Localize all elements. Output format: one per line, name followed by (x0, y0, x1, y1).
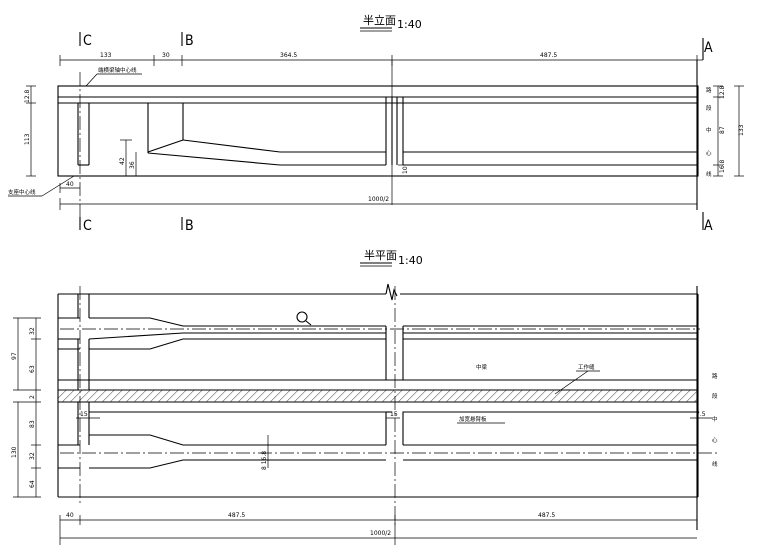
magnifier-icon (296, 311, 308, 323)
center-dim-1: 15 (80, 411, 88, 418)
plan-bottom-dim-3: 487.5 (538, 512, 555, 519)
plan-right-label-3: 中 (712, 415, 718, 423)
elevation-scale: 1:40 (397, 18, 422, 31)
girder-outline (57, 85, 699, 177)
right-label-5: 线 (706, 170, 712, 178)
top-dim-3: 364.5 (280, 52, 297, 59)
main-girder-label: 中梁 (476, 363, 488, 371)
plan-left-dim-2: 2 (29, 395, 36, 399)
plan-right-label-2: 段 (712, 392, 718, 400)
plan-left-dim-64: 64 (29, 480, 36, 488)
left-dim-2: 113 (24, 133, 31, 145)
plan-scale: 1:40 (398, 254, 423, 267)
work-joint-hatch (57, 389, 699, 403)
section-a-bottom-label: A (704, 218, 713, 234)
inner-dim-10: 10 (402, 166, 409, 174)
elevation-view: 半立面 1:40 C B A 133 30 364.5 487.5 (8, 13, 745, 234)
section-a-top-label: A (704, 40, 713, 56)
plan-left-dim-97: 97 (11, 352, 18, 360)
cantilever-label: 加宽悬臂板 (459, 415, 487, 423)
right-dim-2: 87 (719, 126, 726, 134)
plan-title: 半平面 (364, 248, 397, 262)
top-dim-4: 487.5 (540, 52, 557, 59)
right-dim-3: 16.8 (719, 159, 726, 173)
elevation-title: 半立面 (363, 13, 396, 27)
section-b-bottom-label: B (185, 218, 194, 234)
plan-left-dim-83: 83 (29, 420, 36, 428)
bottom-dim-1: 40 (66, 181, 74, 188)
inner-dim-36: 36 (129, 161, 136, 169)
plan-left-dim-63: 63 (29, 365, 36, 373)
section-c-top-label: C (83, 33, 92, 49)
plan-bottom-dim-1: 40 (66, 512, 74, 519)
inner-dim-42: 42 (119, 157, 126, 165)
diaphragm-note: 端横梁轴中心线 (98, 66, 137, 74)
plan-view: 半平面 1:40 (11, 248, 720, 545)
bottom-dim-2: 1000/2 (368, 196, 389, 203)
plan-left-outer-32a: 32 (29, 327, 36, 335)
right-dim-1: 12.8 (719, 85, 726, 99)
center-dim-2: 15 (390, 411, 398, 418)
right-label-3: 中 (706, 126, 712, 134)
center-dim-3: 7.5 (696, 411, 706, 418)
work-joint-label: 工作缝 (578, 363, 595, 371)
right-label-1: 路 (706, 86, 712, 94)
left-dim-1: 12.8 (24, 89, 31, 103)
plan-right-label-5: 线 (712, 460, 718, 468)
section-c-bottom-label: C (83, 218, 92, 234)
section-b-top-label: B (185, 33, 194, 49)
plan-bottom-dim-4: 1000/2 (370, 530, 391, 537)
plan-right-label-4: 心 (712, 437, 718, 444)
plan-right-label-1: 路 (712, 372, 718, 380)
plan-left-dim-32: 32 (29, 452, 36, 460)
bearing-note: 支座中心线 (8, 188, 36, 196)
right-label-4: 心 (706, 150, 712, 157)
right-label-2: 段 (706, 104, 712, 112)
top-dim-1: 133 (100, 52, 112, 59)
top-dim-2: 30 (162, 52, 170, 59)
plan-left-outer-130: 130 (11, 446, 18, 458)
plan-bottom-dim-2: 487.5 (228, 512, 245, 519)
center-vdim: 8 16.8 (261, 451, 268, 470)
right-outer-dim: 133 (738, 124, 745, 136)
